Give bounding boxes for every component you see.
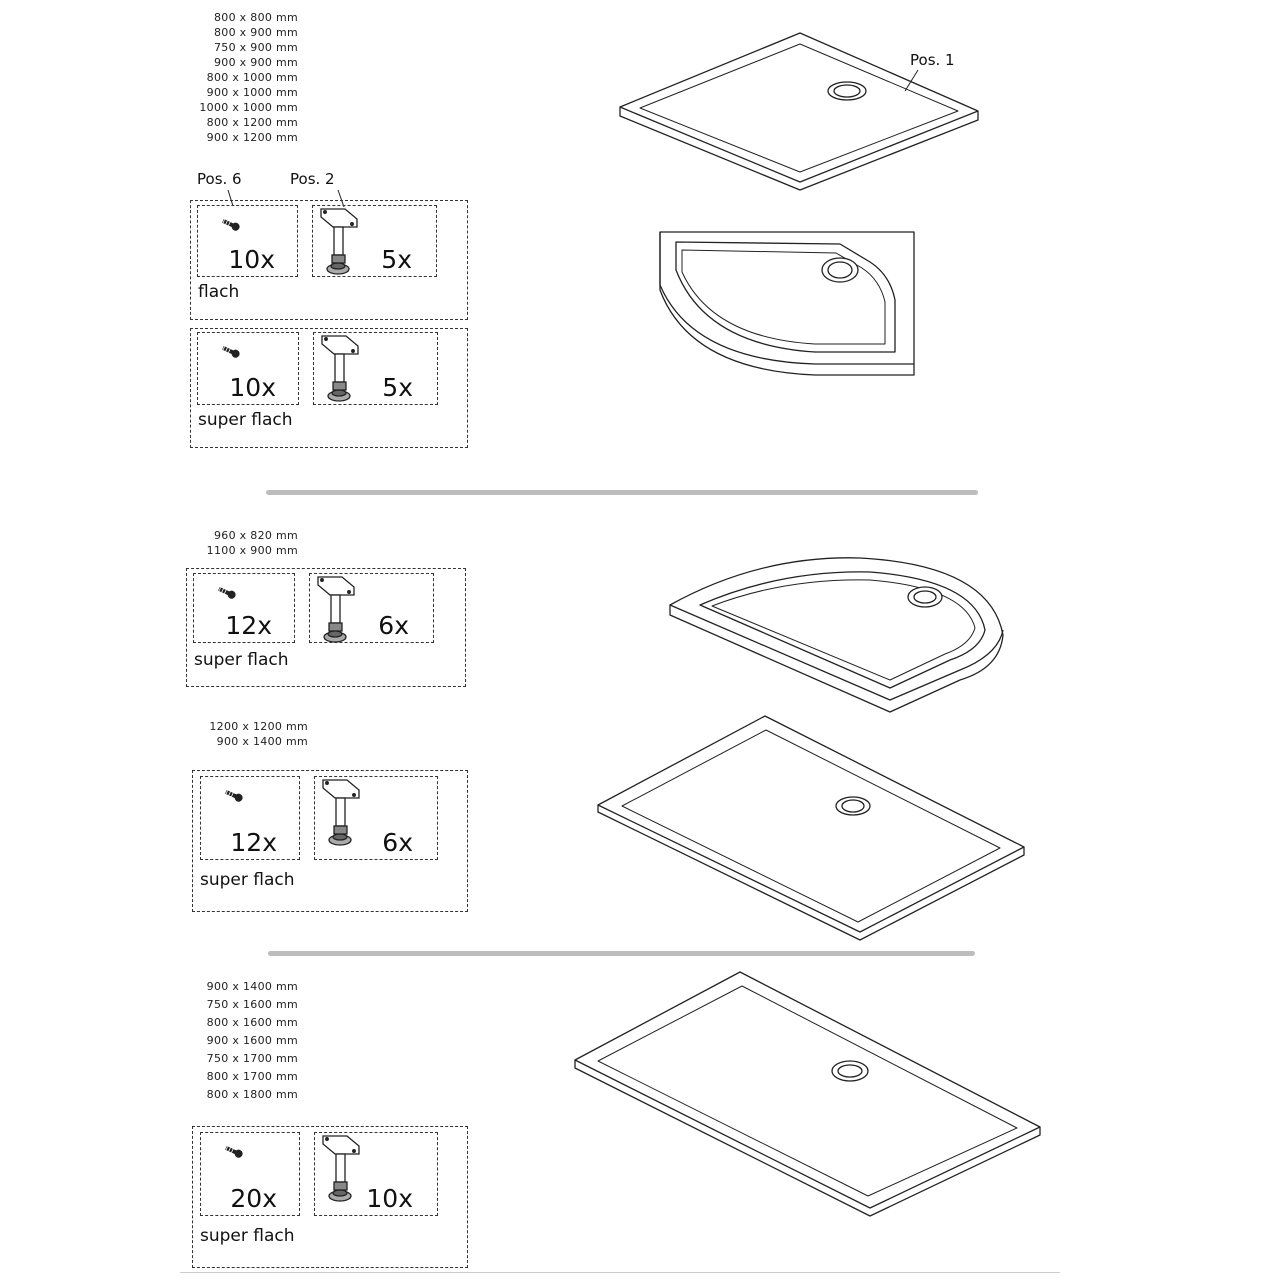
leg-quantity: 10x bbox=[366, 1184, 413, 1213]
screw-icon bbox=[218, 586, 236, 599]
screw-icon bbox=[225, 789, 243, 802]
section-divider bbox=[266, 490, 978, 495]
kit-type-label: super flach bbox=[200, 870, 295, 890]
size-item: 750 x 1700 mm bbox=[206, 1052, 298, 1065]
screw-icon bbox=[222, 345, 240, 358]
size-item: 1100 x 900 mm bbox=[206, 544, 298, 557]
pos-leader-lines bbox=[227, 189, 345, 208]
section-divider bbox=[268, 951, 975, 956]
size-item: 1200 x 1200 mm bbox=[209, 720, 308, 733]
screw-quantity: 10x bbox=[229, 373, 276, 402]
screw-quantity: 12x bbox=[230, 828, 277, 857]
kit-type-label: flach bbox=[198, 282, 240, 302]
screw-cell: 12x bbox=[200, 776, 300, 860]
screw-icon bbox=[222, 218, 240, 231]
leg-cell: 5x bbox=[312, 205, 437, 277]
size-list-large-square-trays: 1200 x 1200 mm 900 x 1400 mm bbox=[209, 719, 308, 749]
size-list-square-trays: 800 x 800 mm 800 x 900 mm 750 x 900 mm 900 … bbox=[199, 10, 298, 145]
leg-cell: 5x bbox=[313, 332, 438, 405]
size-item: 800 x 1200 mm bbox=[206, 116, 298, 129]
size-item: 900 x 1400 mm bbox=[216, 735, 308, 748]
size-list-d-shape-trays: 960 x 820 mm 1100 x 900 mm bbox=[207, 528, 298, 558]
screw-quantity: 12x bbox=[225, 611, 272, 640]
size-item: 900 x 1000 mm bbox=[206, 86, 298, 99]
size-item: 900 x 1600 mm bbox=[206, 1034, 298, 1047]
size-item: 800 x 900 mm bbox=[213, 26, 298, 39]
hardware-kit-box bbox=[192, 770, 468, 912]
adjustable-leg-icon bbox=[320, 208, 358, 275]
pos-1-label: Pos. 1 bbox=[910, 51, 955, 69]
size-item: 800 x 1700 mm bbox=[206, 1070, 298, 1083]
kit-type-label: super flach bbox=[194, 650, 289, 670]
adjustable-leg-icon bbox=[322, 1135, 360, 1202]
size-list-long-trays: 900 x 1400 mm 750 x 1600 mm 800 x 1600 mm 9… bbox=[207, 978, 298, 1104]
hardware-kit-box bbox=[190, 328, 468, 448]
size-item: 800 x 1000 mm bbox=[206, 71, 298, 84]
size-item: 1000 x 1000 mm bbox=[199, 101, 298, 114]
leg-quantity: 5x bbox=[382, 373, 413, 402]
adjustable-leg-icon bbox=[317, 576, 355, 643]
hardware-kit-box bbox=[190, 200, 468, 320]
screw-cell: 10x bbox=[197, 332, 299, 405]
kit-type-label: super flach bbox=[198, 410, 293, 430]
size-item: 750 x 900 mm bbox=[213, 41, 298, 54]
pos-6-label: Pos. 6 bbox=[197, 170, 242, 188]
kit-type-label: super flach bbox=[200, 1226, 295, 1246]
leg-cell: 6x bbox=[309, 573, 434, 643]
size-item: 960 x 820 mm bbox=[213, 529, 298, 542]
adjustable-leg-icon bbox=[322, 779, 360, 846]
rectangular-tray-illustration bbox=[597, 715, 1025, 941]
leg-quantity: 5x bbox=[381, 245, 412, 274]
screw-icon bbox=[225, 1145, 243, 1158]
screw-cell: 10x bbox=[197, 205, 298, 277]
d-shape-tray-illustration bbox=[669, 557, 1004, 713]
size-item: 800 x 800 mm bbox=[213, 11, 298, 24]
size-item: 900 x 1400 mm bbox=[206, 980, 298, 993]
hardware-kit-box bbox=[192, 1126, 468, 1268]
screw-cell: 12x bbox=[193, 573, 295, 643]
screw-cell: 20x bbox=[200, 1132, 300, 1216]
square-tray-illustration bbox=[619, 32, 979, 191]
leg-quantity: 6x bbox=[382, 828, 413, 857]
page-bottom-rule bbox=[180, 1272, 1060, 1273]
quarter-circle-tray-illustration bbox=[659, 231, 915, 376]
pos-2-label: Pos. 2 bbox=[290, 170, 335, 188]
size-item: 900 x 1200 mm bbox=[206, 131, 298, 144]
size-item: 800 x 1600 mm bbox=[206, 1016, 298, 1029]
long-tray-illustration bbox=[574, 971, 1041, 1217]
leg-quantity: 6x bbox=[378, 611, 409, 640]
screw-quantity: 20x bbox=[230, 1184, 277, 1213]
screw-quantity: 10x bbox=[228, 245, 275, 274]
leg-cell: 10x bbox=[314, 1132, 438, 1216]
size-item: 800 x 1800 mm bbox=[206, 1088, 298, 1101]
hardware-kit-box bbox=[186, 568, 466, 687]
size-item: 750 x 1600 mm bbox=[206, 998, 298, 1011]
adjustable-leg-icon bbox=[321, 335, 359, 402]
size-item: 900 x 900 mm bbox=[213, 56, 298, 69]
leg-cell: 6x bbox=[314, 776, 438, 860]
